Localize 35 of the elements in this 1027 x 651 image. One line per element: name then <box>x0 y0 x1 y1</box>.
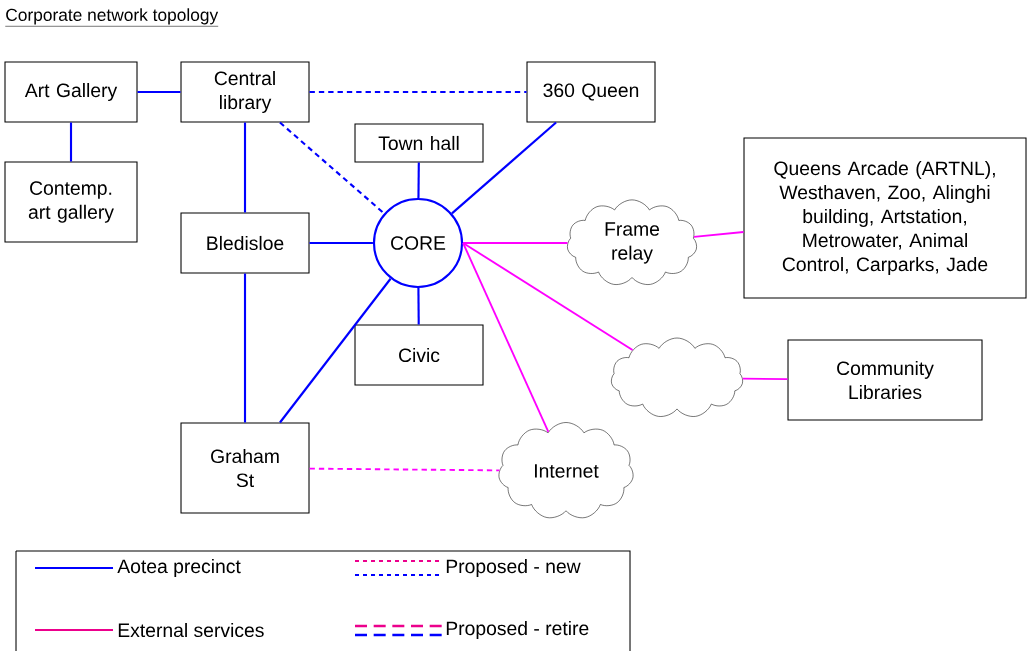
connector-line <box>462 242 550 433</box>
connector-line <box>693 231 745 238</box>
legend-label: External services <box>118 622 264 638</box>
connector-line <box>279 121 385 215</box>
site-box: 360 Queen <box>526 61 656 123</box>
connector-line <box>417 162 420 198</box>
site-box: Central library <box>180 61 310 123</box>
connector-line <box>451 121 557 215</box>
network-cloud: Frame relay <box>567 199 697 285</box>
connector-line <box>279 278 392 424</box>
site-box: Town hall <box>354 123 484 163</box>
connector-line <box>309 90 527 94</box>
site-box: Art Gallery <box>4 61 138 123</box>
connector-line <box>309 241 373 245</box>
site-box: Contemp. art gallery <box>4 161 138 243</box>
connector-line <box>308 467 501 472</box>
connector-line <box>741 377 789 380</box>
connector-line <box>69 122 73 162</box>
connector-line <box>243 273 247 423</box>
network-cloud: Internet <box>498 422 634 519</box>
site-box: Bledisloe <box>180 212 310 274</box>
connector-line <box>462 242 634 351</box>
network-cloud <box>611 337 743 417</box>
site-box: Civic <box>354 324 484 386</box>
site-box: Queens Arcade (ARTNL), Westhaven, Zoo, Alinghi building, Artstation, Metrowater, Animal Control, Carparks, Jade <box>743 137 1027 299</box>
title: Corporate network topology <box>5 8 219 27</box>
legend-label: Proposed - retire <box>446 621 589 639</box>
legend-label: Aotea precinct <box>117 559 241 577</box>
connector-line <box>462 242 569 244</box>
connector-line <box>243 122 247 213</box>
connector-line <box>417 288 420 325</box>
connector-line <box>137 90 181 94</box>
legend-label: Proposed - new <box>446 559 581 577</box>
site-box: Community Libraries <box>787 339 983 421</box>
site-box: Graham St <box>180 422 310 514</box>
